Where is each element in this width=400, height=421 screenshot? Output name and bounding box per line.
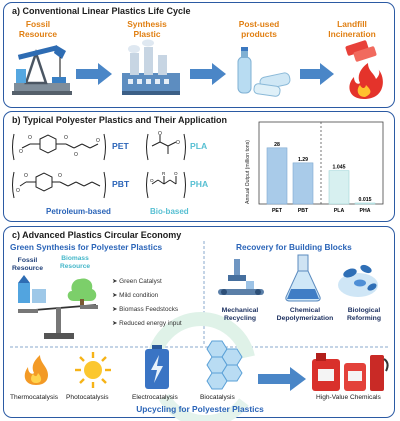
bar-pbt (292, 162, 314, 205)
arrow-bullet-icon: ➤ (112, 292, 118, 299)
fossil-resource-label: Fossil Resource (12, 257, 43, 272)
panel-polyester-plastics: b) Typical Polyester Plastics and Their … (3, 111, 395, 222)
chart-ylabel: Annual Output (million tons) (245, 140, 251, 204)
bar-pet (266, 147, 288, 205)
checklist-item: ➤ Green Catalyst (112, 278, 162, 285)
biomass-resource-label: Biomass Resource (60, 255, 91, 270)
svg-text:O: O (64, 135, 68, 141)
panel-c-title: c) Advanced Plastics Circular Economy (12, 230, 182, 240)
svg-text:R: R (162, 171, 166, 176)
mechanical-recycling-label: Mechanical Recycling (221, 307, 259, 323)
recovery-title: Recovery for Building Blocks (236, 242, 352, 252)
arrow-right-icon (258, 367, 306, 391)
panel-a-title: a) Conventional Linear Plastics Life Cyc… (12, 6, 191, 16)
checklist-item: ➤ Mild condition (112, 292, 159, 299)
svg-text:O: O (150, 178, 154, 183)
flask-icon (285, 254, 321, 302)
bar-category-label: PLA (334, 208, 345, 214)
svg-text:O: O (16, 188, 20, 194)
photocatalysis-label: Photocatalysis (66, 394, 109, 401)
bar-pha (354, 202, 376, 205)
biological-reforming-label: Biological Reforming (347, 307, 381, 323)
bar-value-label: 28 (274, 142, 280, 148)
flame-icon (24, 355, 48, 385)
svg-text:O: O (58, 173, 62, 179)
pla-structure-icon: OO (146, 131, 186, 161)
factory-icon (122, 39, 180, 95)
pla-label: PLA (190, 141, 208, 151)
battery-icon (145, 345, 169, 389)
svg-text:O: O (96, 138, 100, 144)
thermocatalysis-label: Thermocatalysis (10, 394, 59, 401)
arrow-right-icon (76, 63, 112, 85)
step-post-used-label: Post-used products (238, 19, 280, 39)
panel-circular-economy: c) Advanced Plastics Circular Economy Gr… (3, 226, 395, 421)
checklist-item: ➤ Biomass Feedstocks (112, 306, 179, 313)
high-value-chemicals-label: High-Value Chemicals (316, 394, 381, 401)
bar-category-label: PHA (360, 208, 371, 214)
pbt-structure-icon: O O O (12, 171, 106, 199)
fire-icon (345, 40, 383, 99)
arrow-bullet-icon: ➤ (112, 278, 118, 285)
arrow-right-icon (190, 63, 226, 85)
pha-structure-icon: R O O (146, 171, 186, 199)
upcycling-title: Upcycling for Polyester Plastics (136, 404, 264, 414)
bar-category-label: PBT (298, 208, 309, 214)
svg-text:O: O (158, 131, 162, 137)
oil-pump-icon (12, 45, 72, 95)
bar-value-label: 1.29 (298, 157, 308, 163)
svg-text:O: O (176, 140, 180, 146)
step-landfill-label: Landfill Incineration (328, 19, 376, 39)
conveyor-icon (218, 259, 264, 295)
svg-text:O: O (28, 135, 32, 141)
panel-linear-life-cycle: a) Conventional Linear Plastics Life Cyc… (3, 2, 395, 108)
bar-value-label: 1.045 (333, 165, 346, 171)
pet-label: PET (112, 141, 129, 151)
bar-pla (328, 170, 350, 205)
microbe-icon (338, 264, 378, 297)
green-synthesis-title: Green Synthesis for Polyester Plastics (10, 242, 163, 252)
arrow-right-icon (300, 63, 334, 85)
panel-b-title: b) Typical Polyester Plastics and Their … (12, 115, 228, 125)
sun-icon (75, 352, 111, 388)
svg-text:O: O (24, 173, 28, 179)
bar-value-label: 0.015 (359, 197, 372, 203)
electrocatalysis-label: Electrocatalysis (132, 394, 178, 401)
step-synthesis-plastic-label: Synthesis Plastic (127, 19, 167, 39)
pet-structure-icon: O O O O O (12, 133, 106, 161)
pha-label: PHA (190, 179, 209, 189)
arrow-bullet-icon: ➤ (112, 320, 118, 327)
checklist-item: ➤ Reduced energy input (112, 320, 182, 327)
hexagon-enzyme-icon (206, 340, 243, 390)
arrow-bullet-icon: ➤ (112, 306, 118, 313)
svg-text:O: O (19, 149, 23, 155)
svg-text:O: O (74, 152, 78, 158)
pbt-label: PBT (112, 179, 130, 189)
bar-category-label: PET (272, 208, 283, 214)
chemical-canister-icon (312, 353, 389, 391)
svg-text:O: O (174, 171, 178, 176)
resource-scale-icon (18, 275, 98, 339)
bio-based-label: Bio-based (150, 207, 189, 216)
biocatalysis-label: Biocatalysis (200, 394, 235, 401)
chemical-depolymerization-label: Chemical Depolymerization (276, 307, 334, 323)
plastic-bottles-icon (237, 47, 291, 97)
step-fossil-resource-label: Fossil Resource (18, 19, 58, 39)
petroleum-based-label: Petroleum-based (46, 207, 111, 216)
